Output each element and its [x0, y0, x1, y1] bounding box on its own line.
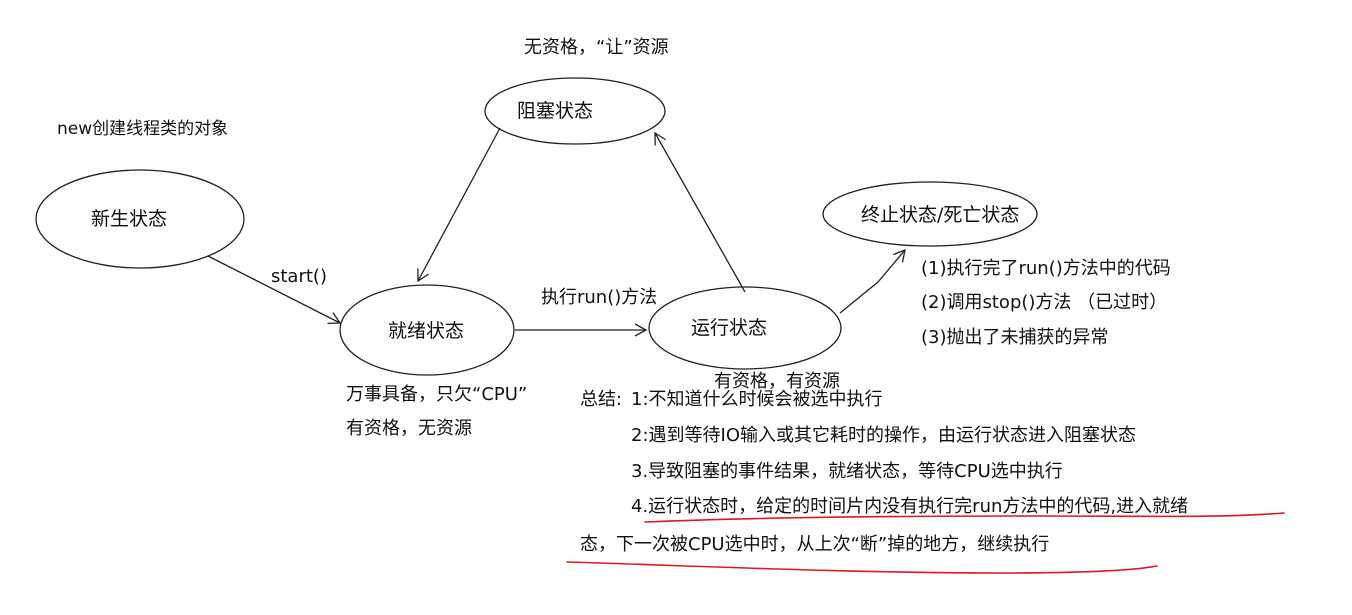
arrow-new-to-ready [207, 255, 342, 325]
running-state-description: 有资格，有资源 [714, 371, 840, 392]
dead-state-label: 终止状态/死亡状态 [861, 204, 1020, 226]
new-state-node [35, 169, 245, 269]
running-state-label: 运行状态 [691, 317, 768, 339]
summary-heading: 总结: [580, 389, 623, 410]
arrow-running-to-blocked [654, 131, 746, 293]
summary-item-1: 1:不知道什么时候会被选中执行 [631, 389, 883, 410]
blocked-state-node [484, 77, 666, 145]
start-transition-label: start() [271, 266, 327, 287]
summary-item-3: 3.导致阻塞的事件结果，就绪状态，等待CPU选中执行 [631, 461, 1063, 482]
summary-item-2: 2:遇到等待IO输入或其它耗时的操作，由运行状态进入阻塞状态 [631, 425, 1136, 446]
underline-item4-line1 [644, 512, 1285, 523]
blocked-state-label: 阻塞状态 [517, 100, 594, 122]
dead-reason-2: (2)调用stop()方法 （已过时） [921, 292, 1168, 313]
running-state-node [648, 286, 842, 370]
ready-state-label: 就绪状态 [388, 320, 465, 342]
ready-state-note-2: 有资格，无资源 [346, 418, 472, 439]
dead-reason-1: (1)执行完了run()方法中的代码 [921, 258, 1171, 279]
blocked-state-description: 无资格，“让”资源 [524, 37, 669, 58]
arrow-blocked-to-ready [417, 127, 501, 283]
ready-state-node [339, 284, 515, 376]
new-state-description: new创建线程类的对象 [57, 119, 229, 139]
ready-state-note-1: 万事具备，只欠“CPU” [346, 384, 528, 405]
summary-item-4-line-2: 态，下一次被CPU选中时，从上次“断”掉的地方，继续执行 [580, 534, 1050, 555]
new-state-label: 新生状态 [91, 208, 168, 230]
underline-item4-line2 [566, 561, 1158, 574]
arrow-running-to-dead [839, 248, 906, 314]
run-transition-label: 执行run()方法 [541, 287, 658, 308]
dead-reason-3: (3)抛出了未捕获的异常 [921, 327, 1109, 348]
dead-state-node [822, 181, 1038, 247]
summary-item-4-line-1: 4.运行状态时，给定的时间片内没有执行完run方法中的代码,进入就绪 [631, 496, 1189, 517]
